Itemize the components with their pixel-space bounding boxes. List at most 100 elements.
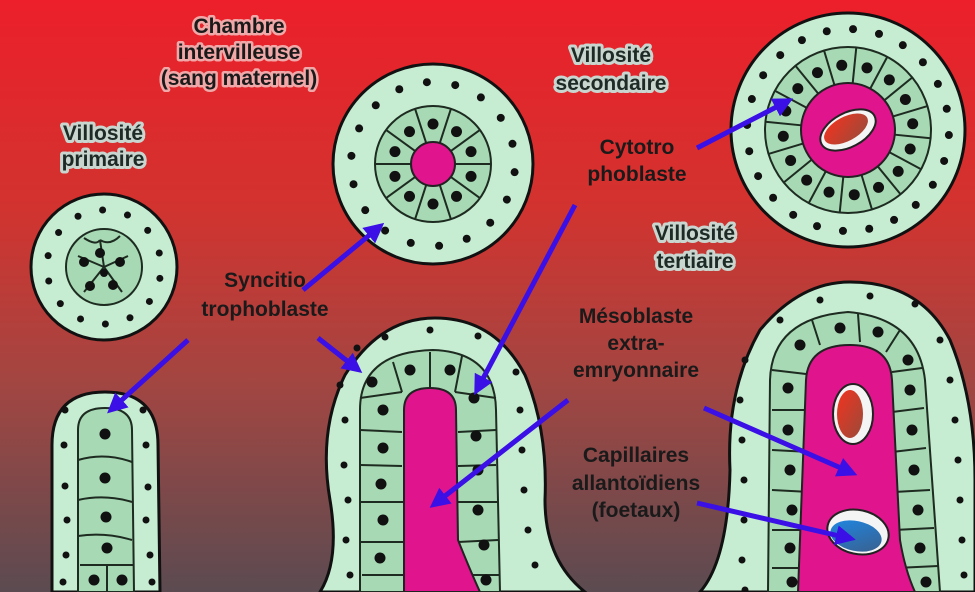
syncytium-nucleus (353, 344, 361, 352)
label-secondaire-line1: Villosité (571, 44, 651, 67)
cell-wall (414, 108, 428, 144)
cytotrophoblast-nucleus (786, 576, 798, 588)
syncytium-nucleus (341, 416, 349, 424)
cytotrophoblast-nucleus (906, 424, 918, 436)
syncytium-nucleus (933, 79, 942, 88)
cytotrophoblast-nucleus (451, 126, 463, 138)
cell-wall (438, 184, 452, 220)
syncytium-nucleus (960, 571, 968, 579)
cytotrophoblast-nucleus (465, 146, 477, 158)
syncytium-nucleus (45, 277, 53, 285)
cytotrophoblast-nucleus (811, 67, 823, 79)
syncytium-nucleus (496, 113, 505, 122)
cytotrophoblast-nucleus (801, 174, 813, 186)
syncytium-nucleus (144, 483, 152, 491)
syncytium-nucleus (462, 234, 471, 243)
arrow-syncitio-to-secondary-long (316, 336, 363, 373)
cytotrophoblast-nucleus (472, 504, 484, 516)
cytotrophoblast-nucleus (451, 190, 463, 202)
label-capillaires-line3: (foetaux) (592, 499, 681, 522)
cell-wall (385, 129, 416, 152)
cytotrophoblast-nucleus (99, 428, 111, 440)
cell-wall (807, 170, 827, 204)
arrow-meso-to-secondary (429, 398, 570, 508)
syncytium-nucleus (524, 526, 532, 534)
cytotrophoblast-nucleus (904, 143, 916, 155)
cytotrophoblast-nucleus (403, 126, 415, 138)
syncytium-nucleus (44, 252, 52, 260)
cell-wall (783, 158, 813, 184)
syncytium-nucleus (741, 356, 749, 364)
syncytium-nucleus (738, 436, 746, 444)
cytotrophoblast-nucleus (872, 326, 884, 338)
cytotrophoblast-nucleus (786, 504, 798, 516)
syncytium-nucleus (486, 218, 495, 227)
syncytium-nucleus (736, 396, 744, 404)
cytotrophoblast-nucleus (468, 392, 480, 404)
syncytium-nucleus (936, 336, 944, 344)
cytotrophoblast-nucleus (427, 198, 439, 210)
cytotrophoblast-nucleus (404, 364, 416, 376)
cytotrophoblast-nucleus (116, 574, 128, 586)
label-mesoblaste-line3: emryonnaire (573, 359, 699, 382)
cytotrophoblast-nucleus (99, 472, 111, 484)
label-syncitio-line1: Syncitio (224, 269, 306, 292)
cytotrophoblast-nucleus (108, 280, 118, 290)
syncytium-nucleus (123, 211, 131, 219)
primary-villus-longitudinal (50, 390, 162, 592)
cell-wall (768, 142, 804, 155)
cell-wall (860, 174, 873, 210)
cytotrophoblast-nucleus (902, 354, 914, 366)
label-primaire-line2: primaire (62, 148, 145, 171)
syncytium-nucleus (426, 326, 434, 334)
cytotrophoblast-nucleus (785, 155, 797, 167)
cell-wall (838, 176, 845, 213)
syncytium-nucleus (381, 333, 389, 341)
syncytium-nucleus (126, 314, 134, 322)
syncytium-nucleus (422, 78, 431, 87)
cell-wall (876, 165, 902, 195)
mesoblast-core (410, 141, 456, 187)
label-secondaire-line2: secondaire (556, 72, 667, 95)
arrow-syncitio-to-primary (107, 338, 190, 414)
syncytium-nucleus (59, 578, 67, 586)
cell-wall (823, 50, 836, 86)
cytotrophoblast-nucleus (465, 170, 477, 182)
syncytium-nucleus (371, 101, 380, 110)
syncytium-nucleus (822, 27, 831, 36)
label-tertiaire-line1: Villosité (655, 222, 735, 245)
syncytium-nucleus (144, 226, 152, 234)
syncytium-nucleus (890, 215, 899, 224)
cytotrophoblast-nucleus (389, 146, 401, 158)
syncytium-nucleus (395, 85, 404, 94)
cell-wall (765, 120, 802, 127)
cell-wall (794, 65, 820, 95)
cytotrophoblast-nucleus (374, 552, 386, 564)
label-syncitio-line2: trophoblaste (201, 298, 328, 321)
cytotrophoblast-nucleus (782, 424, 794, 436)
cytotrophoblast-nucleus (478, 539, 490, 551)
syncytium-nucleus (56, 300, 64, 308)
syncytium-nucleus (139, 406, 147, 414)
syncytium-nucleus (508, 139, 517, 148)
syncytium-nucleus (898, 41, 907, 50)
cytotrophoblast-nucleus (427, 118, 439, 130)
syncytium-nucleus (55, 229, 63, 237)
cytotrophoblast-nucleus (101, 542, 113, 554)
syncytium-nucleus (518, 446, 526, 454)
syncytium-nucleus (911, 300, 919, 308)
syncytium-nucleus (838, 226, 847, 235)
label-capillaires-line2: allantoïdiens (572, 472, 700, 495)
syncytium-nucleus (942, 104, 951, 113)
cytotrophoblast-nucleus (914, 542, 926, 554)
syncytium-nucleus (531, 561, 539, 569)
cell-wall (851, 47, 858, 84)
cell-wall (883, 76, 913, 102)
secondary-villus-cross-section (331, 62, 535, 266)
secondary-villus-longitudinal (318, 316, 588, 592)
cytotrophoblast-nucleus (836, 59, 848, 71)
cytotrophoblast-nucleus (115, 257, 125, 267)
label-mesoblaste-line1: Mésoblaste (579, 305, 693, 328)
syncytium-nucleus (512, 368, 520, 376)
arrow-cyto-to-secondary (474, 203, 578, 396)
